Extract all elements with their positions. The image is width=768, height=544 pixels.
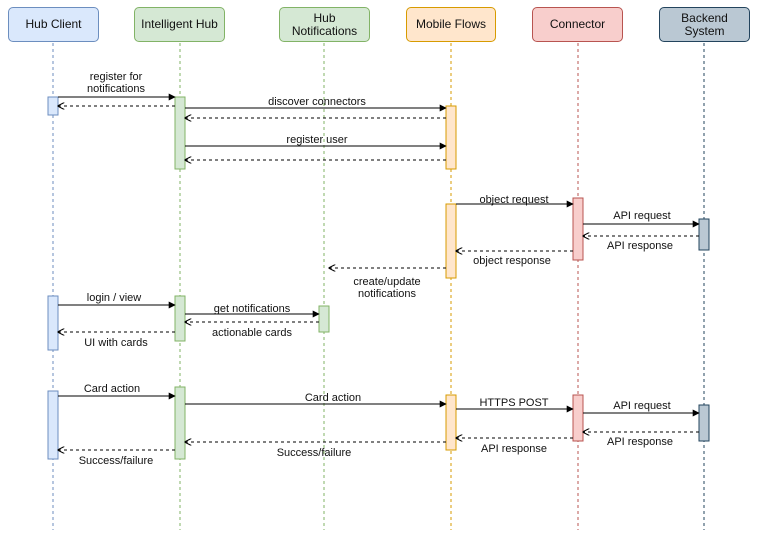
message-label: object response [473, 255, 551, 267]
participant-hub-notifications: Hub Notifications [279, 7, 370, 42]
activation-bar [445, 394, 457, 451]
activation-bar [47, 295, 59, 351]
participant-mobile-flows: Mobile Flows [406, 7, 496, 42]
message-label: create/update notifications [353, 276, 421, 300]
activation-bar [572, 197, 584, 261]
activation-bar [47, 96, 59, 116]
activation-bar [174, 295, 186, 342]
message-label: Card action [304, 392, 362, 404]
message-label: discover connectors [268, 96, 366, 108]
activation-bar [174, 386, 186, 460]
message-label: Success/failure [276, 447, 352, 459]
activation-bar [698, 404, 710, 442]
message-label: Success/failure [78, 455, 154, 467]
message-label: register user [286, 134, 348, 146]
activation-bar [174, 96, 186, 170]
activation-bar [318, 305, 330, 333]
participant-intelligent-hub: Intelligent Hub [134, 7, 225, 42]
message-label: API request [613, 210, 671, 222]
message-label: object request [479, 194, 549, 206]
message-label: API request [613, 400, 671, 412]
activation-bar [445, 203, 457, 279]
message-label: login / view [86, 292, 142, 304]
message-label: Card action [83, 383, 141, 395]
message-label: register for notifications [86, 71, 146, 95]
participant-connector: Connector [532, 7, 623, 42]
message-label: HTTPS POST [479, 397, 549, 409]
message-label: API response [606, 436, 674, 448]
message-label: API response [480, 443, 548, 455]
activation-bar [47, 390, 59, 460]
activation-bar [445, 105, 457, 170]
participant-backend-system: Backend System [659, 7, 750, 42]
activation-bar [572, 394, 584, 442]
participant-hub-client: Hub Client [8, 7, 99, 42]
message-label: get notifications [213, 303, 291, 315]
message-label: API response [606, 240, 674, 252]
message-label: actionable cards [211, 327, 293, 339]
activation-bar [698, 218, 710, 251]
message-label: UI with cards [84, 337, 148, 349]
